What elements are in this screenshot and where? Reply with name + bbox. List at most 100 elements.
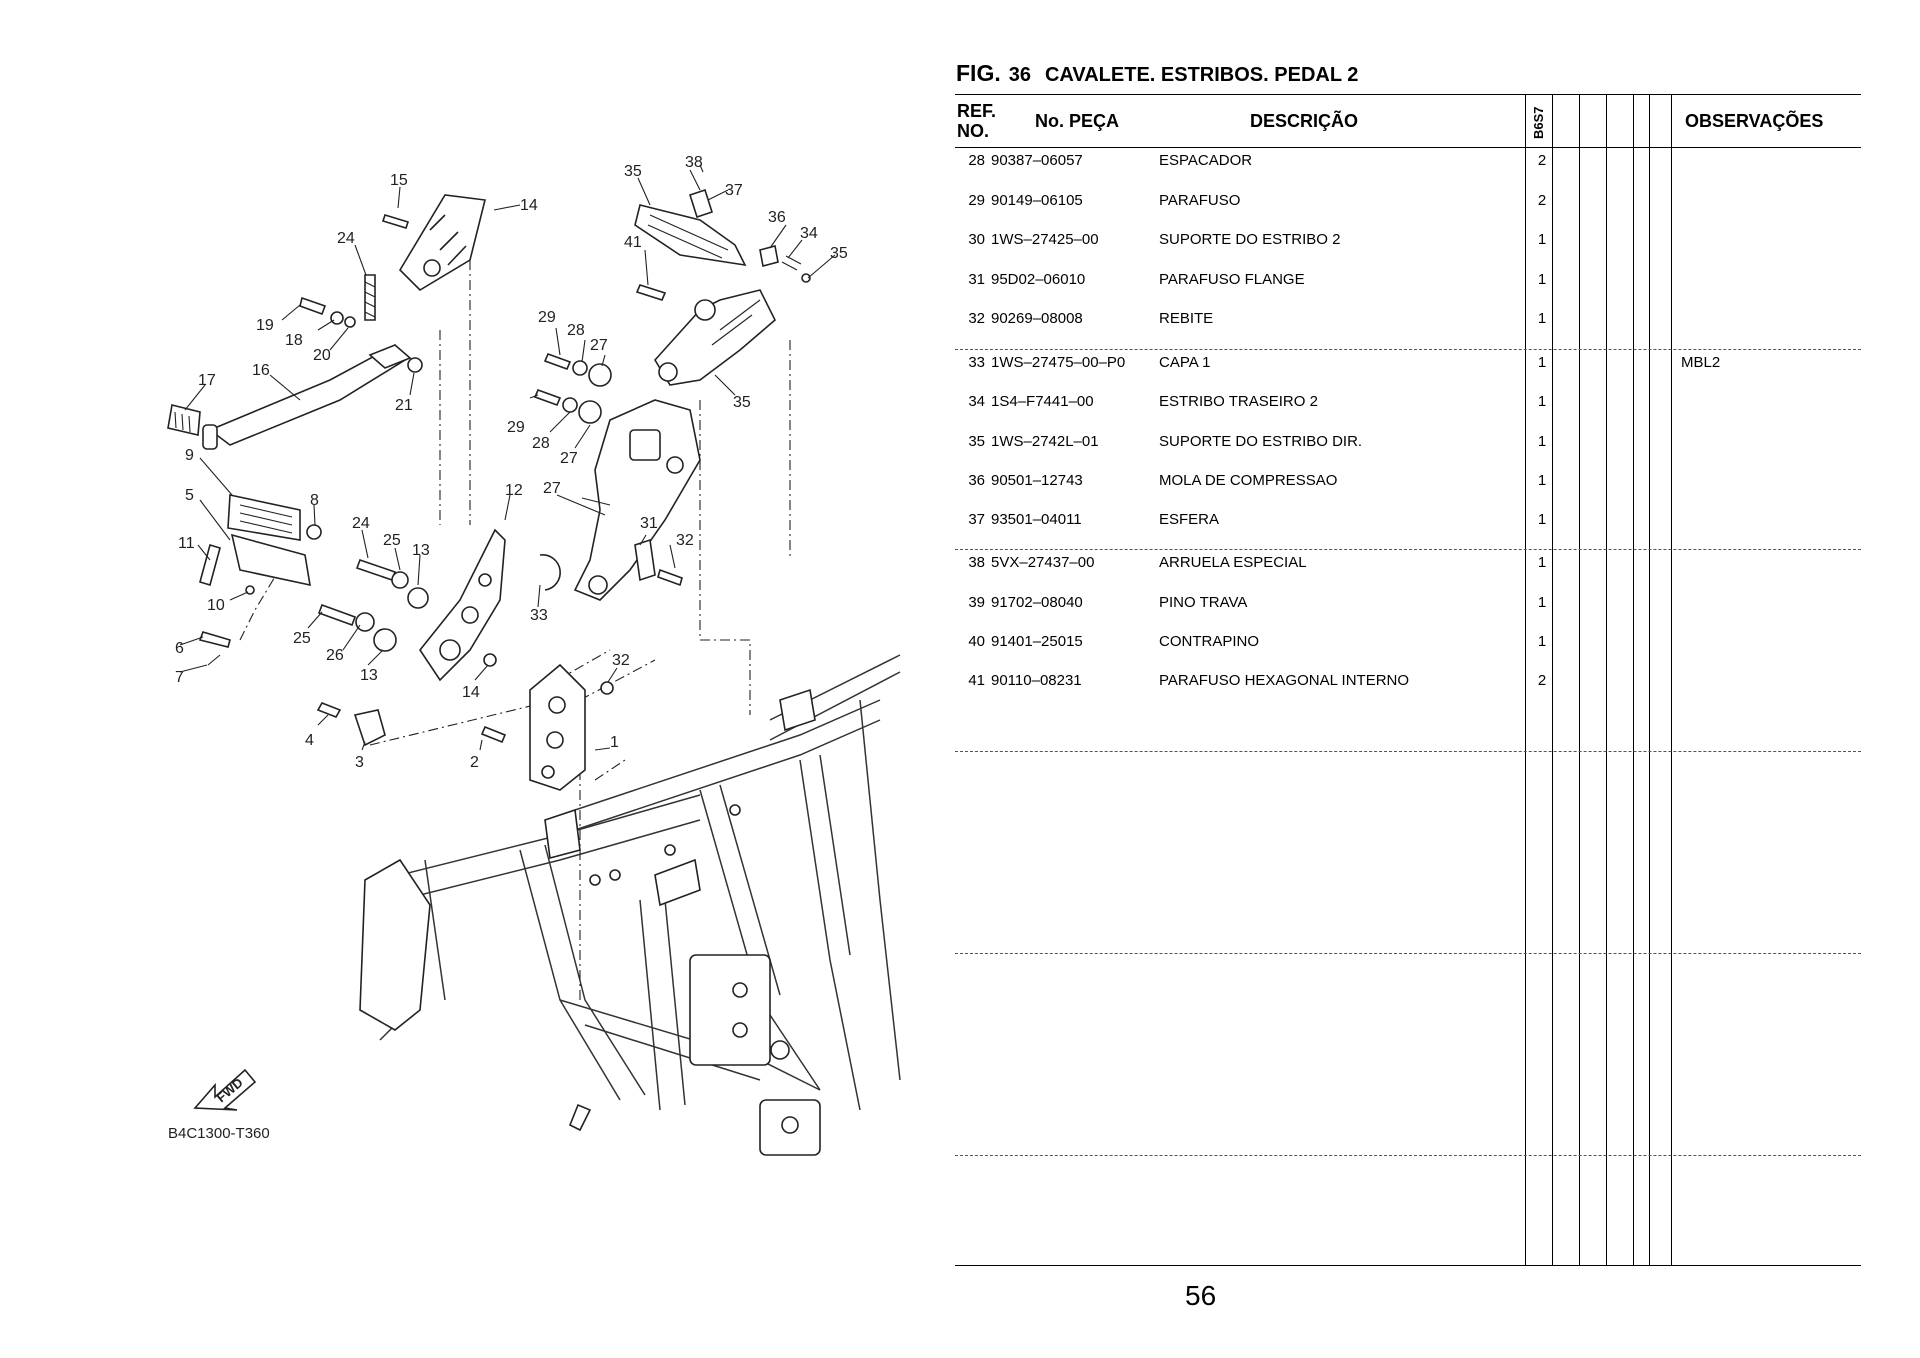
callout-24-upper: 24 (352, 515, 370, 532)
header-remarks: OBSERVAÇÕES (1685, 111, 1824, 131)
callout-14: 14 (462, 684, 480, 701)
cell-ref: 40 (968, 633, 985, 650)
callout-numbers: 14 15 24 19 18 20 21 16 17 9 8 5 11 10 6… (175, 154, 848, 771)
header-ref: REF.NO. (957, 101, 997, 141)
forward-arrow-icon: FWD (193, 1068, 257, 1111)
cell-qty: 2 (1537, 152, 1547, 169)
cell-part-no: 93501–04011 (991, 511, 1082, 528)
cell-qty: 1 (1537, 354, 1547, 371)
callout-23: 24 (337, 230, 355, 247)
cell-part-no: 91702–08040 (991, 594, 1083, 611)
callout-12: 12 (505, 482, 523, 499)
column-rule (1552, 95, 1553, 1265)
cell-description: CONTRAPINO (1159, 633, 1260, 650)
callout-25-lower: 26 (326, 647, 344, 664)
header-model: B6S7 (1531, 106, 1546, 139)
cell-qty: 1 (1537, 511, 1547, 528)
column-rule (1671, 95, 1672, 1265)
callout-3: 3 (355, 754, 364, 771)
cell-qty: 1 (1537, 393, 1547, 410)
group-separator (955, 349, 1861, 350)
cell-part-no: 90269–08008 (991, 310, 1083, 327)
figure-number: 36 (1008, 64, 1031, 86)
callout-16: 15 (390, 172, 408, 189)
callout-32: 32 (612, 652, 630, 669)
cell-part-no: 1WS–27425–00 (991, 231, 1099, 248)
cell-part-no: 91401–25015 (991, 633, 1083, 650)
header-description: DESCRIÇÃO (1250, 111, 1359, 131)
cell-part-no: 1WS–27475–00–P0 (991, 354, 1126, 371)
cell-ref: 41 (968, 672, 985, 689)
cell-part-no: 1S4–F7441–00 (991, 393, 1094, 410)
page-number: 56 (1185, 1280, 1217, 1311)
cell-description: ARRUELA ESPECIAL (1159, 554, 1307, 571)
callout-20: 19 (256, 317, 274, 334)
parts-table: REF.NO. No. PEÇA DESCRIÇÃO B6S7 OBSERVAÇ… (955, 94, 1861, 1266)
header-rule (955, 147, 1861, 148)
cell-ref: 29 (968, 192, 985, 209)
cell-description: ESPACADOR (1159, 152, 1253, 169)
cell-part-no: 90501–12743 (991, 472, 1083, 489)
callout-21: 20 (313, 347, 331, 364)
cell-description: PARAFUSO FLANGE (1159, 271, 1305, 288)
cell-part-no: 90387–06057 (991, 152, 1083, 169)
cell-description: CAPA 1 (1159, 354, 1211, 371)
cell-part-no: 90149–06105 (991, 192, 1083, 209)
callout-38: 36 (768, 209, 786, 226)
callout-9: 9 (185, 447, 194, 464)
cell-description: SUPORTE DO ESTRIBO 2 (1159, 231, 1341, 248)
cell-qty: 2 (1537, 672, 1547, 689)
cell-qty: 1 (1537, 231, 1547, 248)
callout-2: 2 (470, 754, 479, 771)
callout-leaders (179, 164, 836, 751)
callout-26: 27 (543, 480, 561, 497)
callout-30: 31 (640, 515, 658, 532)
cell-qty: 1 (1537, 472, 1547, 489)
callout-8: 8 (310, 492, 319, 509)
cell-remarks: MBL2 (1681, 354, 1721, 371)
callout-28-upper: 28 (567, 322, 585, 339)
cell-qty: 1 (1537, 554, 1547, 571)
callout-22: 21 (395, 397, 413, 414)
cell-description: SUPORTE DO ESTRIBO DIR. (1159, 433, 1363, 450)
column-rule (1649, 95, 1650, 1265)
callout-11: 11 (178, 535, 195, 552)
group-separator (955, 1155, 1861, 1156)
column-rule (1633, 95, 1634, 1265)
callout-41: 41 (624, 234, 642, 251)
callout-10: 10 (207, 597, 225, 614)
callout-19: 18 (285, 332, 303, 349)
cell-ref: 28 (968, 152, 985, 169)
group-separator (955, 953, 1861, 954)
cell-ref: 32 (968, 310, 985, 327)
cell-qty: 1 (1537, 271, 1547, 288)
column-rule (1525, 95, 1526, 1265)
cell-ref: 37 (968, 511, 985, 528)
cell-description: ESFERA (1159, 511, 1220, 528)
cell-qty: 1 (1537, 594, 1547, 611)
figure-label: FIG. (956, 60, 1001, 86)
cell-description: PARAFUSO (1159, 192, 1241, 209)
callout-13-upper: 13 (412, 542, 430, 559)
callout-31: 32 (676, 532, 694, 549)
callout-39: 37 (725, 182, 743, 199)
callout-34: 35 (624, 163, 642, 180)
cell-description: MOLA DE COMPRESSAO (1159, 472, 1338, 489)
callout-29-upper: 29 (538, 309, 556, 326)
callout-29-lower: 29 (507, 419, 525, 436)
callout-7: 7 (175, 669, 184, 686)
callout-1: 1 (610, 734, 619, 751)
callout-28-lower: 28 (532, 435, 550, 452)
callout-27-upper: 27 (590, 337, 608, 354)
cell-part-no: 1WS–2742L–01 (991, 433, 1099, 450)
callout-27-lower: 27 (560, 450, 578, 467)
group-separator (955, 549, 1861, 550)
parts-group (167, 169, 811, 791)
cell-ref: 39 (968, 594, 985, 611)
cell-ref: 34 (968, 393, 985, 410)
cell-ref: 31 (968, 271, 985, 288)
cell-description: PINO TRAVA (1159, 594, 1248, 611)
cell-qty: 1 (1537, 633, 1547, 650)
figure-title: FIG. 36 CAVALETE. ESTRIBOS. PEDAL 2 (956, 60, 1358, 87)
figure-name: CAVALETE. ESTRIBOS. PEDAL 2 (1044, 64, 1359, 86)
